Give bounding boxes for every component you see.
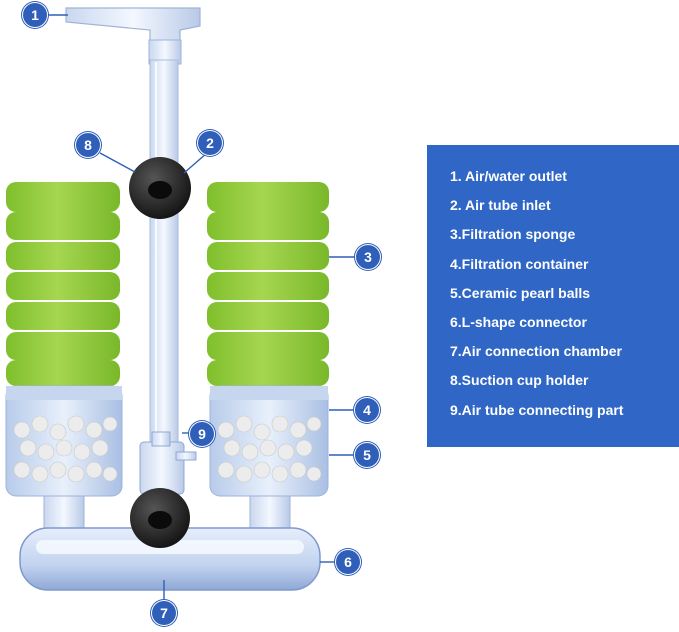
callout-5: 5 xyxy=(355,443,379,467)
callout-4: 4 xyxy=(355,398,379,422)
callout-9: 9 xyxy=(190,422,214,446)
air-tube-connecting-part xyxy=(139,431,197,495)
suction-cup-lower xyxy=(130,488,190,548)
legend-item: 1. Air/water outlet xyxy=(450,168,567,184)
right-sponge xyxy=(207,182,329,386)
callout-3: 3 xyxy=(356,245,380,269)
callout-1: 1 xyxy=(23,3,47,27)
suction-cup-upper xyxy=(129,157,191,219)
legend-item: 3.Filtration sponge xyxy=(450,226,576,243)
legend-item: 6.L-shape connector xyxy=(450,313,587,330)
callout-2: 2 xyxy=(198,131,222,155)
legend-item: 5.Ceramic pearl balls xyxy=(450,284,591,301)
legend-item: 4.Filtration container xyxy=(450,255,589,272)
air-water-outlet xyxy=(65,7,201,65)
sponge-filter-illustration xyxy=(5,7,355,603)
right-filtration-container xyxy=(209,385,329,497)
left-sponge xyxy=(6,182,120,386)
parts-legend-panel: 1. Air/water outlet 2. Air tube inlet 3.… xyxy=(427,145,679,447)
left-filtration-container xyxy=(5,385,123,497)
legend-item: 8.Suction cup holder xyxy=(450,372,589,389)
l-shape-connector-base xyxy=(19,527,321,591)
legend-item: 2. Air tube inlet xyxy=(450,197,551,214)
callout-7: 7 xyxy=(152,601,176,625)
legend-item: 9.Air tube connecting part xyxy=(450,401,624,418)
leader-lines xyxy=(47,14,355,603)
callout-8: 8 xyxy=(76,133,100,157)
parts-legend-list: 1. Air/water outlet 2. Air tube inlet 3.… xyxy=(450,162,679,425)
callout-6: 6 xyxy=(336,550,360,574)
legend-item: 7.Air connection chamber xyxy=(450,343,622,360)
